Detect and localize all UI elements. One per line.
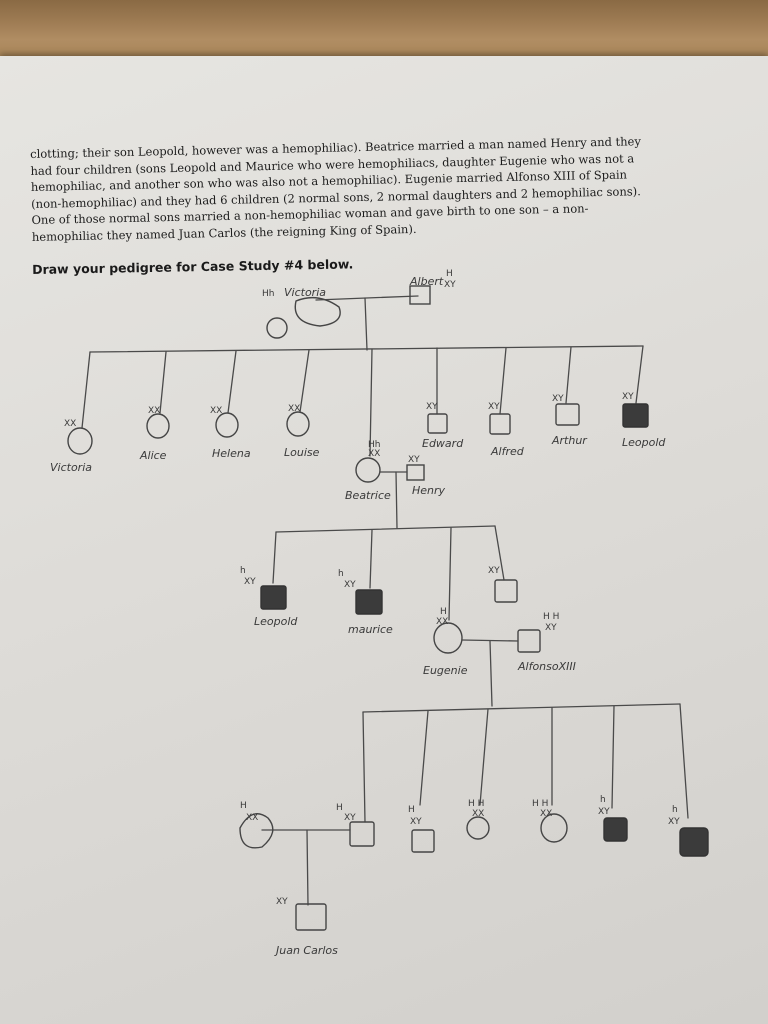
edward-genotype: XY [426,402,438,412]
child2-son-symbol [411,829,435,853]
albert-genotype-top: H [446,269,453,279]
louise-name: Louise [284,446,320,459]
juan-carlos-genotype: XY [276,897,288,907]
child3-daughter-symbol [466,816,490,840]
alfred-symbol [489,413,511,435]
victoria-symbol [67,427,93,455]
leopold-gen3-name: Leopold [254,615,298,628]
beatrice-name: Beatrice [345,489,391,502]
victoria-genotype: XX [64,419,76,429]
albert-genotype: XY [444,280,456,290]
leopold-gen2-genotype: XY [622,392,634,402]
victoria-top-marriage-loop [294,296,341,327]
albert-symbol [409,285,431,305]
worksheet-page [0,56,768,1024]
lines-gen2 [272,471,505,621]
victoria-top-name: Victoria [284,286,326,299]
child2-genotype-top: H [408,805,415,815]
child4-genotype-top: H H [532,799,548,809]
son4-genotype: XY [488,566,500,576]
henry-symbol [406,464,425,481]
victoria-name: Victoria [50,461,92,474]
alice-genotype: XX [148,406,160,416]
child5-genotype-top: h [600,795,606,805]
child6-genotype: XY [668,817,680,827]
son4-symbol [494,579,518,603]
wife-genotype-top: H [240,801,247,811]
alfred-name: Alfred [490,445,525,458]
victoria-top-symbol [266,317,288,339]
child5-affected-son-symbol [603,817,628,842]
alfonso-genotype: XY [545,623,557,633]
child3-genotype-top: H H [468,799,484,809]
arthur-symbol [555,403,580,426]
eugenie-symbol [433,622,463,654]
wife-symbol [239,813,274,849]
child5-genotype: XY [598,807,610,817]
louise-symbol [286,411,310,437]
juan-carlos-symbol [295,903,327,931]
maurice-genotype: XY [344,580,356,590]
maurice-genotype-top: h [338,569,344,579]
alfonso-symbol [517,629,541,653]
child6-affected-son-symbol [679,827,709,857]
child3-genotype: XX [472,809,484,819]
alice-name: Alice [139,449,167,462]
child1-genotype: XY [344,813,356,823]
leopold-gen2-name: Leopold [622,436,666,449]
child4-genotype: XX [540,809,552,819]
louise-genotype: XX [288,404,300,414]
eugenie-genotype-top: H [440,607,447,617]
helena-symbol [215,412,239,438]
child6-genotype-top: h [672,805,678,815]
wife-genotype: XX [246,813,258,823]
eugenie-name: Eugenie [423,664,468,677]
maurice-affected-symbol [355,589,383,615]
edward-symbol [427,413,448,434]
beatrice-genotype-top: Hh [368,440,380,450]
henry-genotype: XY [408,455,420,465]
leopold-gen3-affected-symbol [260,585,287,610]
henry-name: Henry [412,484,446,497]
beatrice-genotype: XX [368,449,380,459]
leopold-gen3-genotype-top: h [240,566,246,576]
leopold-gen3-genotype: XY [244,577,256,587]
maurice-name: maurice [348,623,393,636]
albert-name: Albert [409,275,444,288]
child2-genotype: XY [410,817,422,827]
child4-daughter-symbol [540,813,568,843]
arthur-genotype: XY [552,394,564,404]
alice-symbol [146,413,170,439]
child1-genotype-top: H [336,803,343,813]
juan-carlos-name: Juan Carlos [274,944,338,957]
alfonso-genotype-top: H H [543,612,559,622]
alfred-genotype: XY [488,402,500,412]
helena-name: Helena [212,447,251,460]
victoria-top-genotype: Hh [262,289,274,299]
eugenie-genotype: XX [436,617,448,627]
edward-name: Edward [422,437,464,450]
alfonso-name: AlfonsoXIII [517,660,576,673]
beatrice-symbol [355,457,381,483]
arthur-name: Arthur [551,434,588,447]
child1-son-symbol [349,821,375,847]
helena-genotype: XX [210,406,222,416]
lines-gen3 [261,639,689,906]
leopold-gen2-affected-symbol [622,403,649,428]
lines-gen1 [81,295,644,457]
